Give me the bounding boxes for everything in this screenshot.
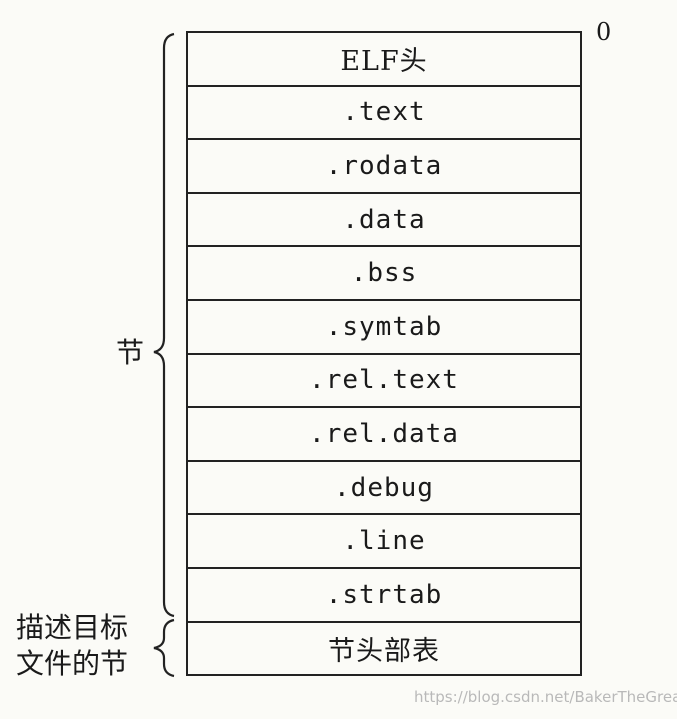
row-elf-header: ELF头 [188,33,580,87]
description-line-2: 文件的节 [16,647,129,680]
row-section-header-table: 节头部表 [188,623,580,677]
offset-zero-label: 0 [596,18,612,46]
row-text: .text [188,87,580,141]
row-symtab: .symtab [188,301,580,355]
section-header-description: 描述目标 文件的节 [16,610,156,682]
watermark-text: https://blog.csdn.net/BakerTheGreat [414,688,677,706]
description-line-1: 描述目标 [16,611,129,644]
row-debug: .debug [188,462,580,516]
sections-label: 节 [116,336,145,369]
row-rodata: .rodata [188,140,580,194]
section-header-brace [153,618,175,678]
elf-layout-stack: ELF头 .text .rodata .data .bss .symtab .r… [186,31,582,677]
row-line: .line [188,515,580,569]
row-bss: .bss [188,247,580,301]
row-rel-data: .rel.data [188,408,580,462]
row-data: .data [188,194,580,248]
row-strtab: .strtab [188,569,580,623]
sections-brace [153,32,175,618]
row-rel-text: .rel.text [188,355,580,409]
